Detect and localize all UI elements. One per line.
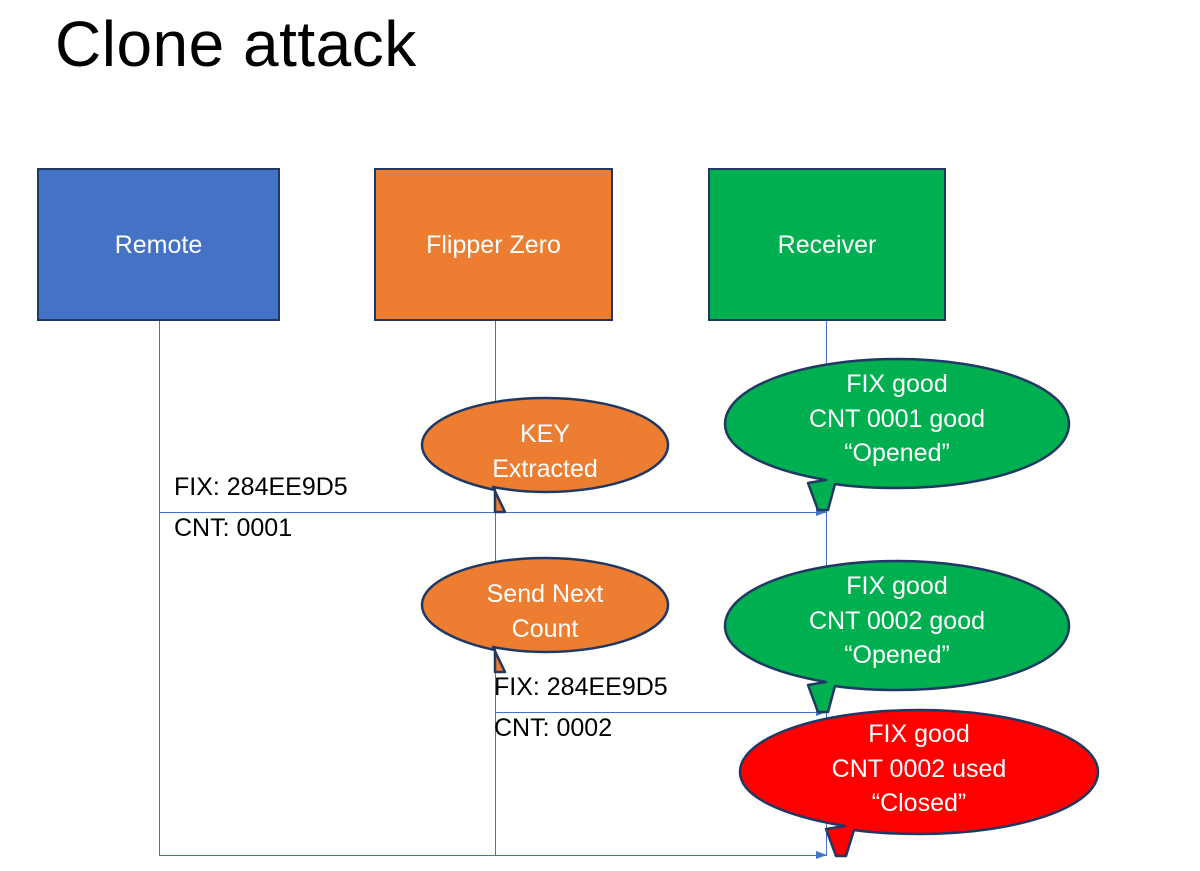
callout-receiver-good-2[interactable]: FIX good CNT 0002 good “Opened” (723, 559, 1071, 716)
actor-label-flipper: Flipper Zero (426, 230, 561, 259)
actor-label-remote: Remote (114, 230, 203, 259)
actor-box-remote[interactable]: Remote (37, 168, 280, 321)
actor-label-receiver: Receiver (777, 230, 877, 259)
message-2-cnt-label: CNT: 0002 (494, 714, 613, 742)
callout-send-next-count[interactable]: Send Next Count (420, 556, 670, 684)
callout-receiver-good-1[interactable]: FIX good CNT 0001 good “Opened” (723, 357, 1071, 514)
page-title: Clone attack (55, 8, 417, 80)
callout-shape-receiver-closed (738, 708, 1100, 858)
message-arrow-remote-to-receiver-1 (159, 508, 827, 516)
callout-shape-key-extracted (420, 396, 670, 514)
actor-box-flipper[interactable]: Flipper Zero (374, 168, 613, 321)
message-2-fix-label: FIX: 284EE9D5 (494, 673, 668, 701)
message-arrow-remote-to-receiver-2 (159, 851, 827, 859)
actor-box-receiver[interactable]: Receiver (708, 168, 946, 321)
message-1-cnt-label: CNT: 0001 (174, 514, 293, 542)
callout-receiver-closed[interactable]: FIX good CNT 0002 used “Closed” (738, 708, 1100, 858)
message-1-fix-label: FIX: 284EE9D5 (174, 473, 348, 501)
callout-shape-receiver-good-1 (723, 357, 1071, 512)
callout-shape-send-next-count (420, 556, 670, 674)
lifeline-remote (159, 321, 160, 856)
callout-key-extracted[interactable]: KEY Extracted (420, 396, 670, 524)
callout-shape-receiver-good-2 (723, 559, 1071, 714)
